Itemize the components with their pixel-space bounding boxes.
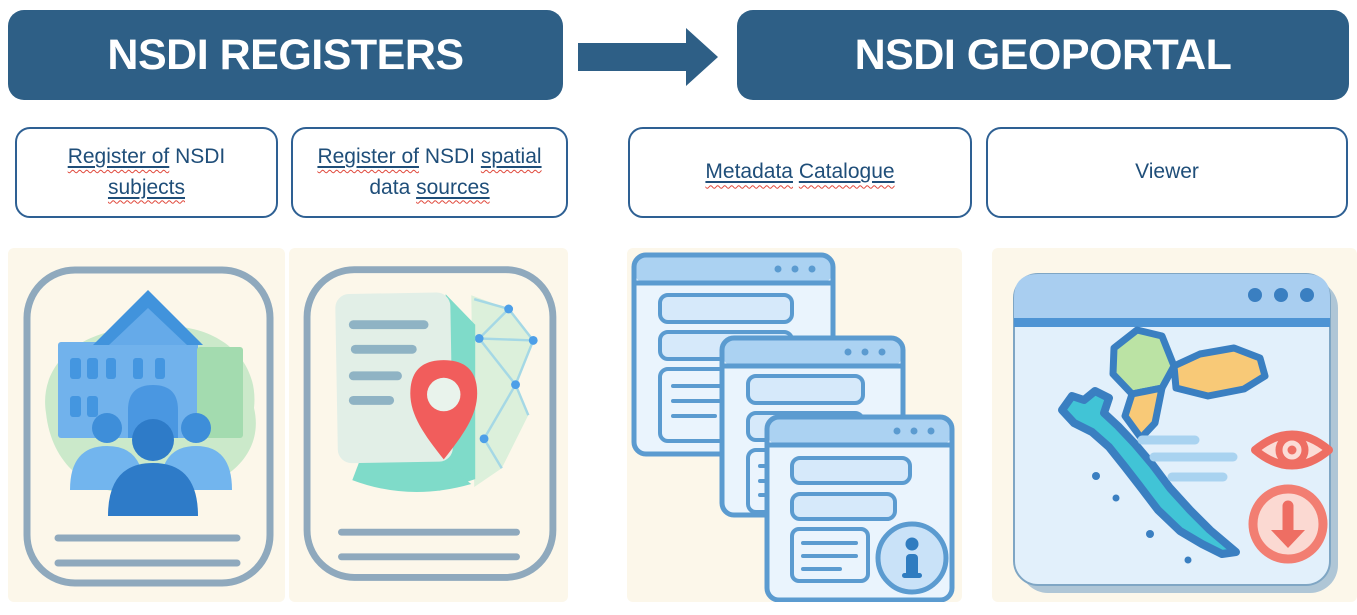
link-underline[interactable]: subjects	[108, 176, 185, 199]
label-box-viewer[interactable]: Viewer	[986, 127, 1348, 218]
link-underline[interactable]: Register of	[68, 145, 170, 168]
stacked-windows-icon	[631, 252, 955, 602]
card-outline	[303, 266, 557, 581]
text-placeholder-lines	[338, 528, 520, 561]
card-outline	[23, 266, 274, 587]
link-word[interactable]: spatial	[480, 145, 542, 169]
register-sources-link[interactable]: Register of NSDI spatial data sources	[317, 142, 541, 203]
location-pin-icon	[410, 360, 478, 460]
banner-nsdi-registers: NSDI REGISTERS	[8, 10, 563, 100]
banner-nsdi-geoportal: NSDI GEOPORTAL	[737, 10, 1349, 100]
link-word[interactable]: Metadata	[705, 160, 793, 184]
card-viewer-illustration	[992, 248, 1357, 602]
croatia-map-icon	[1058, 326, 1269, 564]
link-underline[interactable]: Metadata	[705, 160, 793, 183]
flow-arrow-icon	[578, 28, 718, 86]
download-icon	[1248, 484, 1328, 564]
link-word[interactable]: NSDI	[175, 145, 226, 169]
banner-nsdi-geoportal-label: NSDI GEOPORTAL	[854, 30, 1232, 79]
polygon-mesh-icon	[471, 295, 538, 487]
institution-users-icon	[23, 266, 274, 587]
banner-nsdi-registers-label: NSDI REGISTERS	[107, 30, 464, 79]
document-text-lines	[348, 320, 429, 405]
title-bar	[1014, 274, 1330, 318]
building-icon	[58, 290, 243, 438]
map-text-lines	[1137, 435, 1238, 482]
link-underline[interactable]: Catalogue	[799, 160, 895, 183]
label-box-metadata-catalogue[interactable]: Metadata Catalogue	[628, 127, 972, 218]
register-subjects-link[interactable]: Register of NSDI subjects	[68, 142, 226, 203]
metadata-catalogue-link[interactable]: Metadata Catalogue	[705, 157, 894, 187]
link-word[interactable]: Register of	[317, 145, 419, 169]
card-register-sources-illustration	[289, 248, 568, 602]
card-metadata-catalogue-illustration	[627, 248, 962, 602]
eye-icon	[1251, 430, 1333, 470]
link-word[interactable]: Catalogue	[798, 160, 895, 184]
info-icon	[875, 521, 949, 595]
browser-window-icon	[764, 414, 955, 602]
link-underline[interactable]: Register of	[317, 145, 419, 168]
user-group-icon	[70, 413, 232, 516]
link-word[interactable]: Register of	[67, 145, 170, 169]
document-location-icon	[303, 266, 557, 581]
map-viewer-window-icon	[1013, 273, 1338, 593]
link-underline[interactable]: sources	[416, 176, 490, 199]
text-placeholder-lines	[54, 534, 241, 567]
link-word[interactable]: data	[369, 175, 411, 199]
link-word[interactable]: sources	[416, 175, 490, 199]
label-box-register-subjects[interactable]: Register of NSDI subjects	[15, 127, 278, 218]
link-underline[interactable]: spatial	[481, 145, 542, 168]
card-register-subjects-illustration	[8, 248, 285, 602]
link-word[interactable]: subjects	[107, 175, 186, 199]
label-box-register-sources[interactable]: Register of NSDI spatial data sources	[291, 127, 568, 218]
viewer-label[interactable]: Viewer	[1135, 160, 1199, 184]
link-word[interactable]: NSDI	[424, 145, 476, 169]
